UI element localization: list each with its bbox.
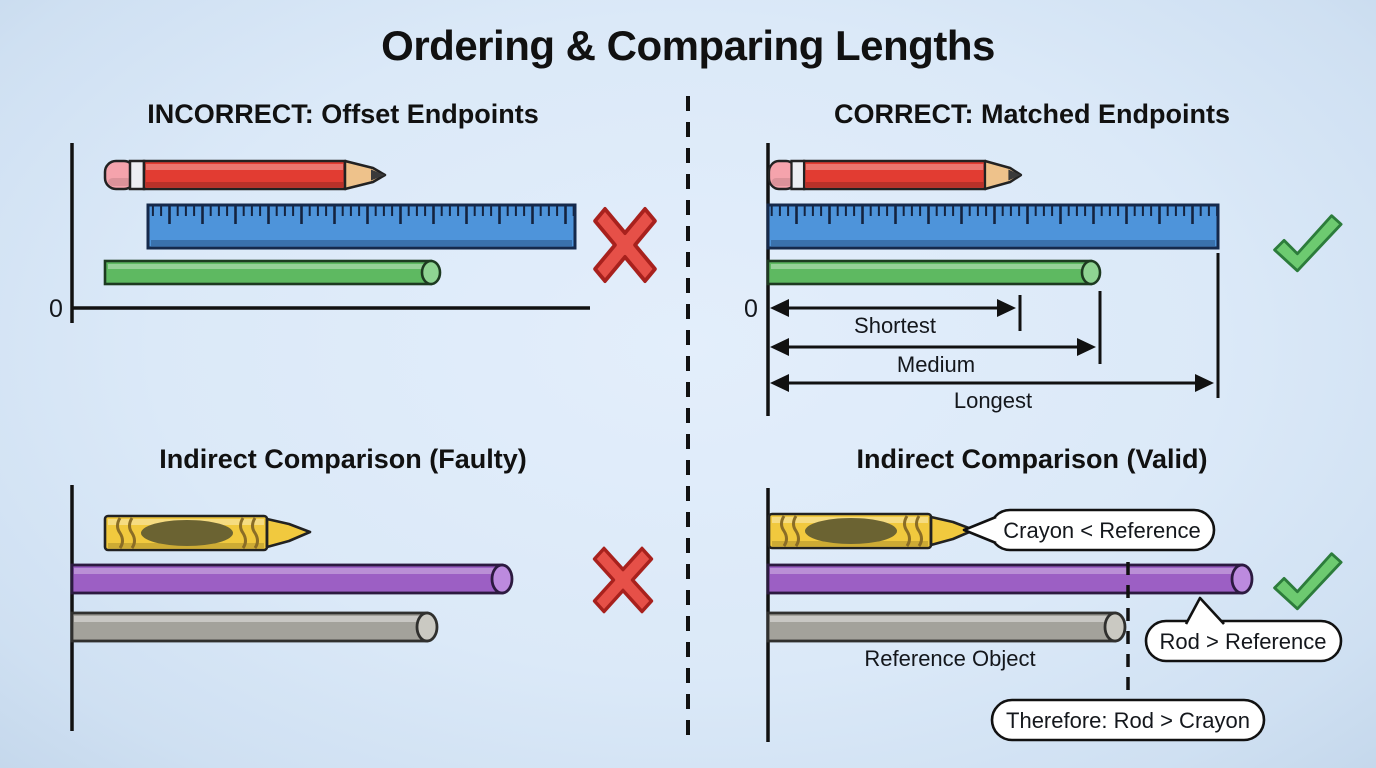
reference-object-label: Reference Object: [864, 646, 1035, 671]
ruler: [146, 203, 577, 250]
purple-rod: [766, 563, 1254, 595]
gray-rod-highlight: [74, 616, 425, 622]
crayon: [103, 514, 312, 552]
callout-bubble: [990, 698, 1266, 742]
ruler-tick-overlay: [766, 203, 1220, 250]
purple-rod-highlight: [74, 568, 500, 574]
purple-rod-cap: [1230, 563, 1254, 595]
measurement-label: Longest: [954, 388, 1032, 413]
green-rod-highlight: [108, 264, 428, 269]
panel-heading: CORRECT: Matched Endpoints: [834, 99, 1230, 129]
arrowhead-right-icon: [1077, 338, 1096, 356]
panel-heading: INCORRECT: Offset Endpoints: [147, 99, 539, 129]
purple-rod: [70, 563, 514, 595]
gray-rod: [766, 611, 1127, 643]
measurement-label: Medium: [897, 352, 975, 377]
callout-text: Rod > Reference: [1160, 629, 1327, 654]
gray-rod-cap: [415, 611, 439, 643]
page-title: Ordering & Comparing Lengths: [381, 22, 995, 69]
measurement-shortest: Shortest: [770, 295, 1022, 338]
purple-rod-highlight: [770, 568, 1240, 574]
arrowhead-left-icon: [770, 299, 789, 317]
purple-rod-body: [70, 563, 504, 595]
incorrect-cross-icon: [592, 546, 654, 614]
panel-incorrect-offset: INCORRECT: Offset Endpoints 0: [49, 99, 655, 323]
gray-rod-highlight: [770, 616, 1113, 622]
purple-rod-cap: [490, 563, 514, 595]
callout-text: Crayon < Reference: [1003, 518, 1201, 543]
purple-rod-body: [766, 563, 1244, 595]
gray-rod-cap: [1103, 611, 1127, 643]
callout-text: Therefore: Rod > Crayon: [1006, 708, 1250, 733]
panel-indirect-faulty: Indirect Comparison (Faulty): [70, 444, 654, 731]
pencil: [103, 159, 387, 191]
correct-check-icon: [1273, 214, 1343, 273]
callout-crayon: Crayon < Reference: [962, 508, 1216, 552]
panel-correct-matched: CORRECT: Matched Endpoints 0 Shortest: [744, 99, 1343, 416]
green-rod-cap: [1080, 259, 1102, 286]
arrowhead-left-icon: [770, 374, 789, 392]
measurement-longest: Longest: [770, 253, 1220, 413]
correct-check-icon: [1273, 552, 1343, 611]
arrowhead-right-icon: [997, 299, 1016, 317]
panel-indirect-valid: Indirect Comparison (Valid) Reference Ob…: [766, 444, 1343, 742]
incorrect-cross-icon: [595, 209, 655, 281]
callout-rod: Rod > Reference: [1144, 596, 1343, 663]
measurement-label: Shortest: [854, 313, 936, 338]
callout-tail: [962, 515, 997, 545]
zero-label: 0: [744, 295, 758, 323]
arrowhead-right-icon: [1195, 374, 1214, 392]
ruler-tick-overlay: [146, 203, 577, 250]
zero-label: 0: [49, 295, 63, 323]
green-rod-highlight: [771, 264, 1088, 269]
ruler: [766, 203, 1220, 250]
crayon: [767, 512, 976, 550]
callout-tail: [1184, 596, 1225, 625]
gray-rod: [70, 611, 439, 643]
measurement-medium: Medium: [770, 291, 1102, 377]
callout-bubble: [1144, 619, 1343, 663]
gray-rod-body: [766, 611, 1117, 643]
panel-heading: Indirect Comparison (Valid): [856, 444, 1207, 474]
green-rod: [766, 259, 1102, 286]
green-rod: [103, 259, 442, 286]
arrowhead-left-icon: [770, 338, 789, 356]
pencil: [767, 159, 1023, 191]
callout-conclusion: Therefore: Rod > Crayon: [990, 698, 1266, 742]
panel-heading: Indirect Comparison (Faulty): [159, 444, 527, 474]
green-rod-cap: [420, 259, 442, 286]
